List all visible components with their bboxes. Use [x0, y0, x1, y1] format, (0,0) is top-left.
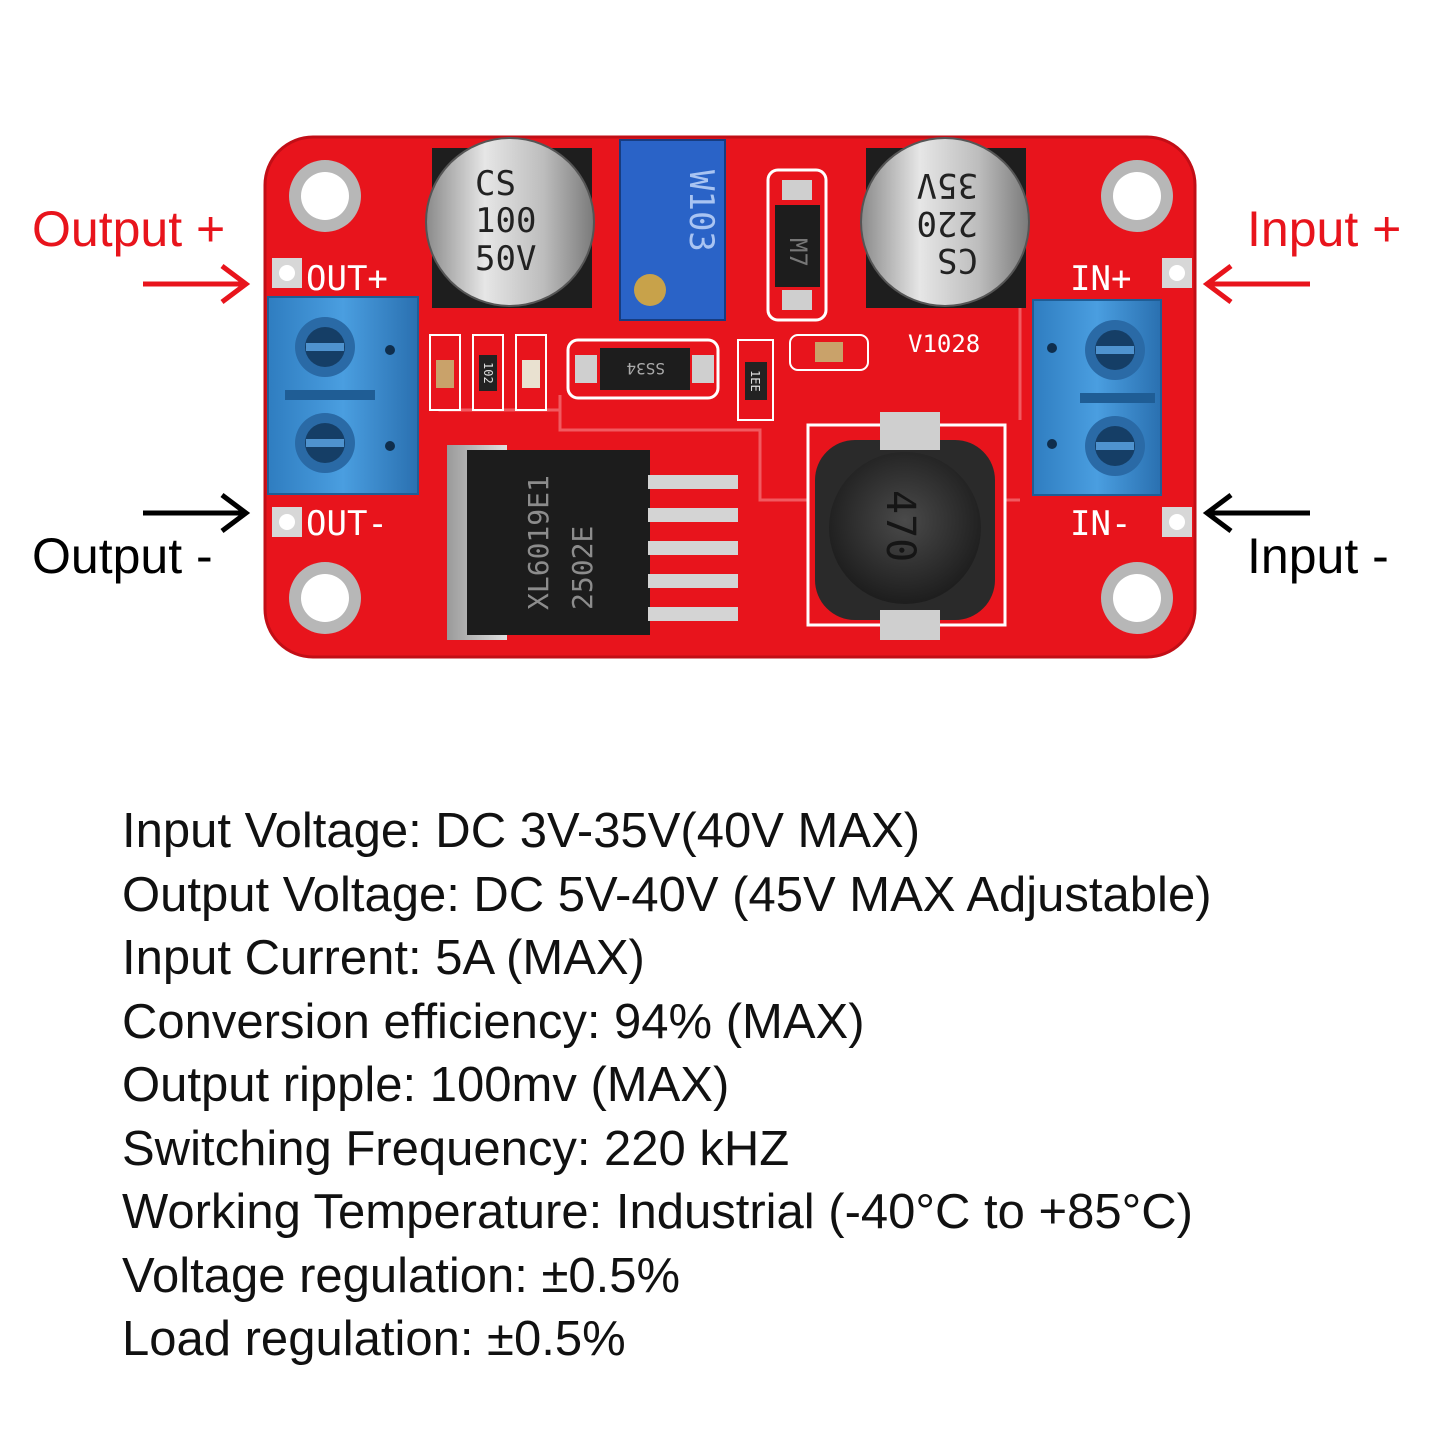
spec-conversion-efficiency: Conversion efficiency: 94% (MAX): [122, 994, 865, 1049]
potentiometer: W103: [619, 139, 726, 321]
silk-out-minus: OUT-: [306, 504, 388, 544]
smd-components: 102 1EE: [429, 334, 869, 421]
svg-text:102: 102: [481, 362, 495, 384]
capacitor-left: CS 100 50V: [425, 137, 595, 308]
capacitor-right: CS 220 35V: [860, 137, 1030, 308]
spec-output-voltage: Output Voltage: DC 5V-40V (45V MAX Adjus…: [122, 867, 1212, 922]
spec-input-voltage: Input Voltage: DC 3V-35V(40V MAX): [122, 804, 921, 858]
svg-text:50V: 50V: [475, 239, 536, 279]
svg-text:XL6019E1: XL6019E1: [522, 475, 555, 610]
spec-switching-frequency: Switching Frequency: 220 kHZ: [122, 1121, 790, 1176]
label-output-minus: Output -: [32, 528, 213, 584]
silk-out-plus: OUT+: [306, 259, 388, 299]
diode-m7: M7: [766, 168, 828, 322]
schottky-diode: SS34: [566, 338, 720, 400]
svg-text:CS: CS: [475, 164, 516, 204]
svg-text:100: 100: [475, 201, 536, 241]
spec-working-temperature: Working Temperature: Industrial (-40°C t…: [122, 1185, 1193, 1239]
spec-load-regulation: Load regulation: ±0.5%: [122, 1312, 626, 1366]
terminal-pads: [272, 258, 1192, 537]
svg-text:SS34: SS34: [626, 359, 665, 378]
svg-text:2502E: 2502E: [566, 526, 599, 610]
input-terminal-block: [1032, 299, 1162, 496]
ic-xl6019: XL6019E1 2502E: [447, 445, 738, 640]
silk-in-minus: IN-: [1070, 504, 1131, 544]
silk-in-plus: IN+: [1070, 259, 1131, 299]
silk-version: V1028: [908, 330, 980, 358]
svg-text:35V: 35V: [917, 165, 978, 205]
label-input-plus: Input +: [1247, 201, 1401, 257]
arrow-input-plus: [1202, 264, 1310, 304]
svg-text:470: 470: [877, 490, 923, 562]
spec-list: Input Voltage: DC 3V-35V(40V MAX) Output…: [122, 800, 1422, 1372]
svg-text:W103: W103: [681, 170, 721, 252]
svg-text:1EE: 1EE: [748, 370, 762, 392]
arrow-output-plus: [143, 264, 251, 304]
mounting-holes: [289, 160, 1173, 634]
arrow-input-minus: [1202, 493, 1310, 533]
spec-output-ripple: Output ripple: 100mv (MAX): [122, 1058, 730, 1112]
inductor: 470: [806, 412, 1007, 640]
output-terminal-block: [267, 296, 419, 495]
svg-text:CS: CS: [937, 240, 978, 280]
label-output-plus: Output +: [32, 201, 225, 257]
spec-input-current: Input Current: 5A (MAX): [122, 931, 645, 985]
label-input-minus: Input -: [1247, 528, 1389, 584]
arrow-output-minus: [143, 493, 251, 533]
spec-voltage-regulation: Voltage regulation: ±0.5%: [122, 1248, 681, 1303]
product-photo: OUT+ OUT- IN+ IN- V1028 CS 100 50V W103: [32, 135, 1401, 659]
svg-text:M7: M7: [784, 238, 812, 267]
svg-text:220: 220: [917, 203, 978, 243]
